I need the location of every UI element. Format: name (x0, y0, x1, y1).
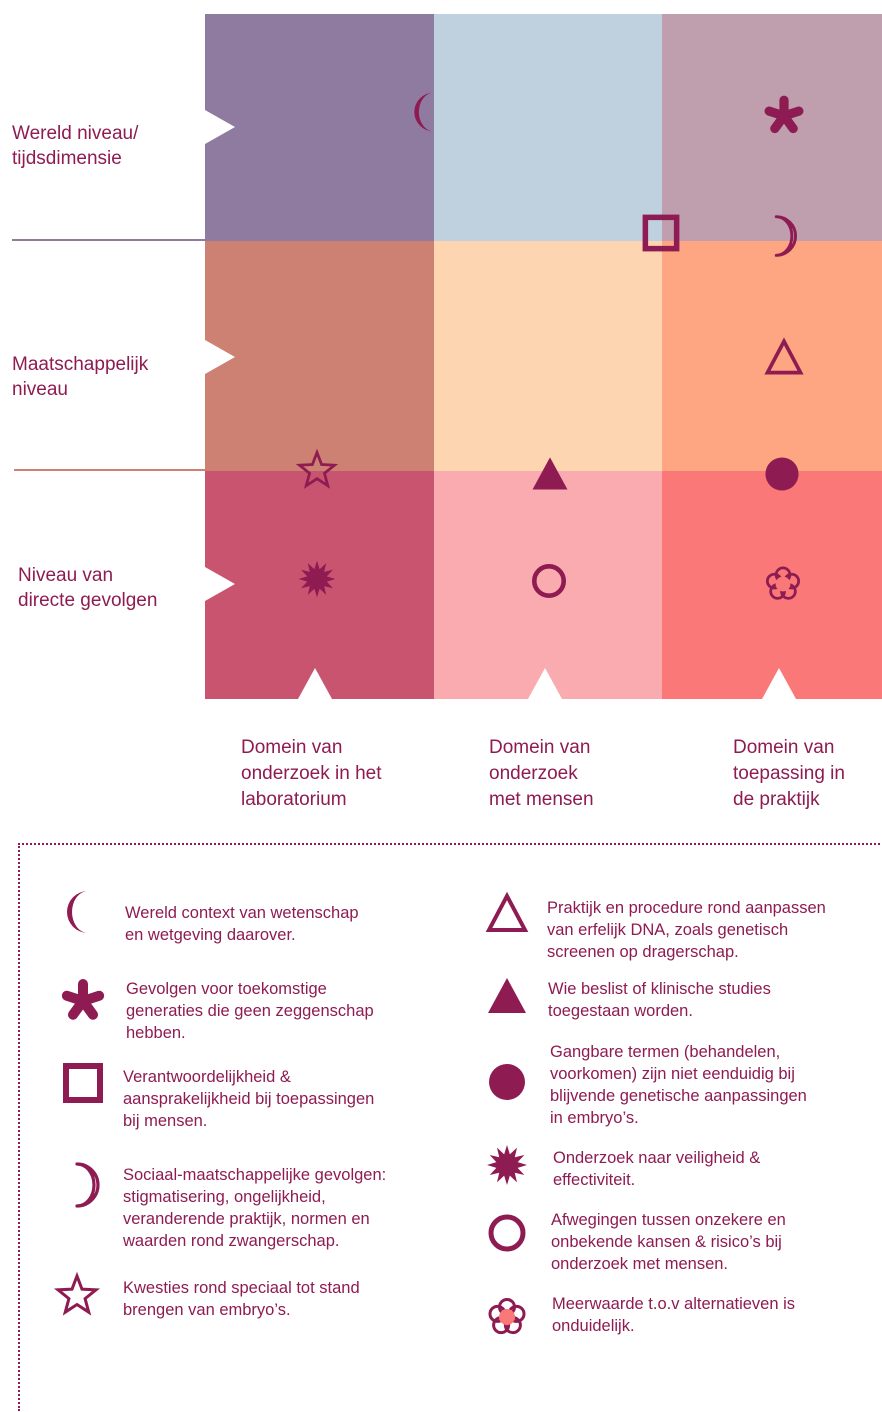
starburst-icon (294, 556, 340, 602)
row-divider-line-1 (12, 239, 207, 241)
flower-outline-icon (760, 561, 806, 607)
legend-text: Onderzoek naar veiligheid & effectivitei… (553, 1149, 761, 1189)
column-notch-2 (528, 668, 562, 699)
column-label-practice: Domein van toepassing in de praktijk (733, 737, 845, 810)
triangle-outline-icon (761, 334, 807, 380)
row-label-world: Wereld niveau/ tijdsdimensie (12, 123, 139, 169)
square-outline-icon (58, 1058, 108, 1108)
triangle-outline-icon (482, 888, 532, 938)
legend-text: Afwegingen tussen onzekere en onbekende … (551, 1211, 786, 1273)
column-label-lab: Domein van onderzoek in het laboratorium (241, 737, 382, 810)
row-divider-line-2 (14, 469, 207, 471)
triangle-filled-icon (482, 970, 532, 1020)
circle-filled-icon (759, 451, 805, 497)
column-notch-3 (762, 668, 796, 699)
crescent-moon-filled-icon (58, 887, 108, 937)
star-outline-icon (52, 1269, 102, 1319)
circle-outline-icon (482, 1208, 532, 1258)
cell-direct-human-research (434, 471, 662, 699)
cell-society-human-research (434, 241, 662, 471)
legend-text: Verantwoordelijkheid & aansprakelijkheid… (123, 1068, 375, 1130)
circle-outline-icon (526, 558, 572, 604)
circle-filled-icon (482, 1057, 532, 1107)
cell-society-practice (662, 241, 882, 471)
legend-text: Kwesties rond speciaal tot stand brengen… (123, 1279, 360, 1319)
row-label-society: Maatschappelijk niveau (12, 354, 149, 400)
row-notch-3 (205, 567, 235, 601)
cell-society-lab (205, 241, 434, 471)
row-label-direct: Niveau van directe gevolgen (18, 565, 158, 611)
crescent-moon-outline-icon (756, 213, 802, 259)
legend-box (18, 843, 880, 1411)
flower-outline-icon (482, 1292, 532, 1342)
starburst-icon (482, 1140, 532, 1190)
star-outline-icon (294, 446, 340, 492)
legend-text: Sociaal-maatschappelijke gevolgen: stigm… (123, 1166, 387, 1250)
triangle-filled-icon (527, 450, 573, 496)
asterisk-icon (58, 975, 108, 1025)
cell-world-lab (205, 14, 434, 241)
legend-text: Wereld context van wetenschap en wetgevi… (125, 904, 359, 944)
row-notch-1 (205, 110, 235, 144)
legend-text: Gangbare termen (behandelen, voorkomen) … (550, 1043, 807, 1127)
square-outline-icon (638, 210, 684, 256)
column-label-human-research: Domein van onderzoek met mensen (489, 737, 594, 810)
row-notch-2 (205, 340, 235, 374)
cell-world-human-research (434, 14, 662, 241)
legend-text: Wie beslist of klinische studies toegest… (548, 980, 771, 1020)
legend-text: Gevolgen voor toekomstige generaties die… (126, 980, 374, 1042)
asterisk-icon (761, 92, 807, 138)
cell-direct-practice (662, 471, 882, 699)
column-notch-1 (298, 668, 332, 699)
crescent-moon-outline-icon (55, 1160, 105, 1210)
legend-text: Meerwaarde t.o.v alternatieven is onduid… (552, 1295, 796, 1335)
crescent-moon-filled-icon (406, 89, 452, 135)
legend-text: Praktijk en procedure rond aanpassen van… (547, 899, 826, 961)
